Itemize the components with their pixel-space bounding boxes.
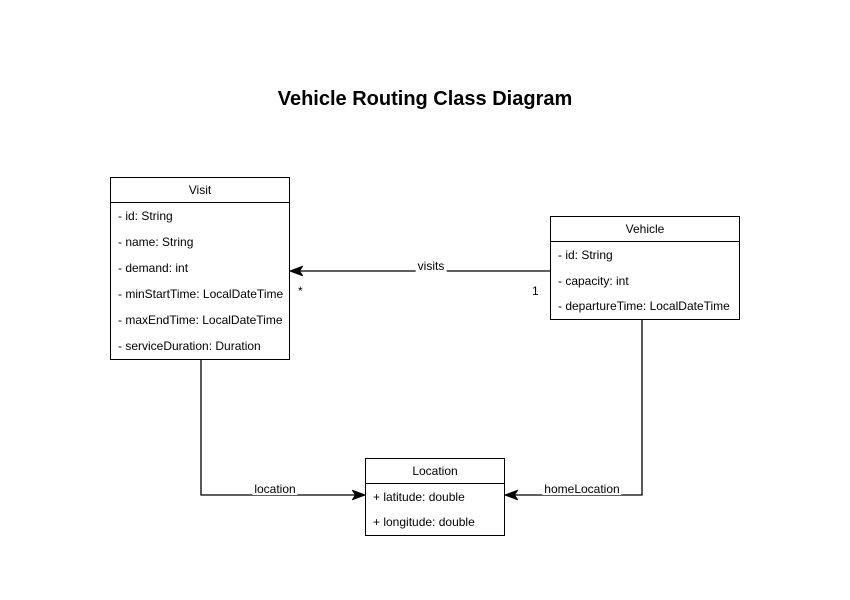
connector-location-line[interactable]: [200, 360, 361, 496]
class-vehicle-attr-departuretime: - departureTime: LocalDateTime: [558, 299, 730, 314]
edge-label-homelocation: homeLocation: [542, 482, 622, 496]
class-visit-attr-id: - id: String: [118, 209, 173, 223]
class-location-attr-latitude: + latitude: double: [373, 489, 465, 504]
edge-label-visits: visits: [415, 259, 447, 273]
connector-location-arrowhead: [352, 489, 366, 501]
connector-location[interactable]: [200, 360, 366, 501]
class-location-attr-longitude: + longitude: double: [373, 515, 475, 530]
class-visit-attr-serviceduration: - serviceDuration: Duration: [118, 339, 261, 353]
diagram-title: Vehicle Routing Class Diagram: [277, 88, 573, 110]
class-vehicle[interactable]: Vehicle - id: String - capacity: int - d…: [550, 216, 740, 320]
connector-homelocation[interactable]: [504, 320, 643, 501]
connector-homelocation-arrowhead: [504, 489, 518, 501]
class-location[interactable]: Location + latitude: double + longitude:…: [365, 458, 505, 536]
connector-visits-arrowhead: [289, 265, 303, 277]
class-visit-attr-demand: - demand: int: [118, 261, 189, 275]
class-visit-attributes: - id: String - name: String - demand: in…: [111, 203, 289, 359]
connector-homelocation-line[interactable]: [509, 320, 643, 496]
class-visit[interactable]: Visit - id: String - name: String - dema…: [110, 177, 290, 360]
class-visit-attr-minstarttime: - minStartTime: LocalDateTime: [118, 287, 284, 301]
edge-label-location: location: [252, 482, 298, 496]
class-vehicle-attr-id: - id: String: [558, 247, 613, 262]
class-vehicle-attr-capacity: - capacity: int: [558, 273, 629, 288]
class-location-attributes: + latitude: double + longitude: double: [366, 484, 504, 535]
class-location-name: Location: [366, 459, 504, 484]
class-visit-name: Visit: [111, 178, 289, 203]
class-visit-attr-maxendtime: - maxEndTime: LocalDateTime: [118, 313, 283, 327]
class-vehicle-name: Vehicle: [551, 217, 739, 242]
multiplicity-visits-source: 1: [532, 284, 539, 298]
multiplicity-visits-target: *: [298, 284, 303, 298]
class-vehicle-attributes: - id: String - capacity: int - departure…: [551, 242, 739, 319]
class-visit-attr-name: - name: String: [118, 235, 194, 249]
